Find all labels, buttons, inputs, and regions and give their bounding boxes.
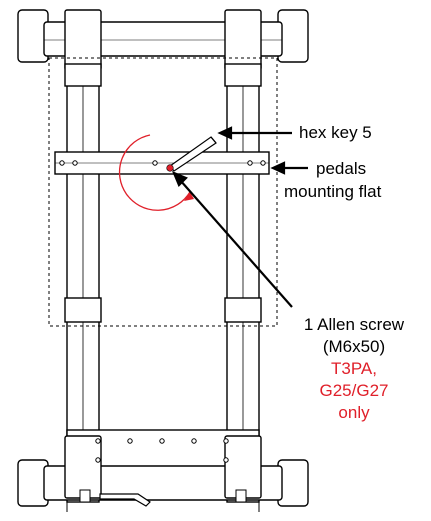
bottom-right-collar [224, 435, 262, 499]
top-crossbar [43, 21, 283, 57]
clamp-lever [99, 493, 151, 507]
bottom-crossbar [43, 465, 283, 501]
mid-right-collar [224, 297, 262, 323]
models-label-line3: only [338, 403, 370, 422]
top-left-collar [64, 9, 102, 71]
screw-label-line1: 1 Allen screw [303, 315, 405, 334]
screw-label-line2: (M6x50) [322, 337, 386, 356]
allen-screw [166, 164, 174, 172]
models-label-line2: G25/G27 [319, 381, 389, 400]
models-label-line1: T3PA, [331, 359, 377, 378]
screw-callout-arrow [179, 179, 293, 308]
mounting-flat-label-line2: mounting flat [284, 182, 382, 201]
bottom-left-collar [64, 435, 102, 499]
rotation-arrow-icon [118, 134, 191, 211]
pedal-unit-outline [48, 57, 278, 327]
mid-left-collar [64, 297, 102, 323]
top-right-collar [224, 9, 262, 71]
mounting-flat-label-line1: pedals [316, 159, 367, 178]
hex-key-label: hex key 5 [299, 123, 372, 142]
